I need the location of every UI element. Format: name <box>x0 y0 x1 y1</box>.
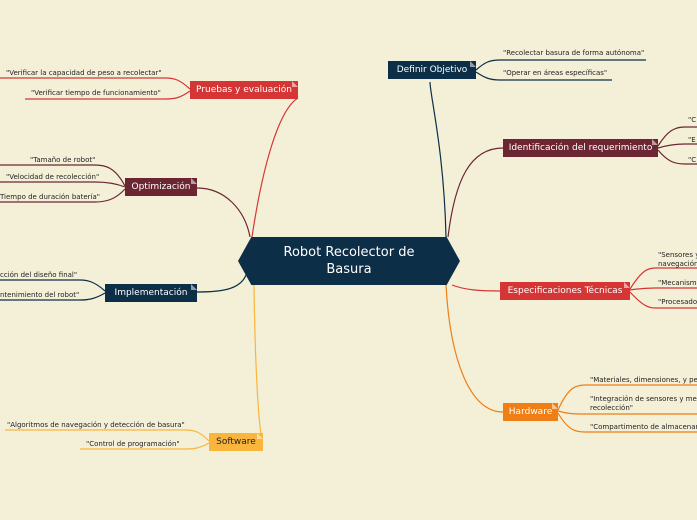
leaf-diseno-final[interactable]: cción del diseño final" <box>0 271 78 279</box>
branch-definir-objetivo[interactable]: Definir Objetivo <box>388 61 476 79</box>
leaf-operar-areas[interactable]: "Operar en áreas específicas" <box>503 69 608 77</box>
central-topic[interactable]: Robot Recolector de Basura <box>238 237 460 285</box>
leaf-navegacion[interactable]: navegación <box>658 260 697 268</box>
leaf-identificacion-2[interactable]: "E <box>688 136 696 144</box>
branch-pruebas-evaluacion[interactable]: Pruebas y evaluación <box>190 81 298 99</box>
leaf-integracion[interactable]: "Integración de sensores y mec <box>590 395 697 403</box>
leaf-algoritmos[interactable]: "Algoritmos de navegación y detección de… <box>7 421 185 429</box>
leaf-identificacion-3[interactable]: "C <box>688 156 697 164</box>
leaf-materiales[interactable]: "Materiales, dimensiones, y pes <box>590 376 697 384</box>
branch-optimizacion[interactable]: Optimización <box>125 178 197 196</box>
leaf-mecanismo[interactable]: "Mecanismo <box>658 279 697 287</box>
leaf-sensores[interactable]: "Sensores y <box>658 251 697 259</box>
leaf-velocidad[interactable]: "Velocidad de recolección" <box>6 173 100 181</box>
leaf-recolectar-basura[interactable]: "Recolectar basura de forma autónoma" <box>503 49 645 57</box>
leaf-verificar-peso[interactable]: "Verificar la capacidad de peso a recole… <box>6 69 162 77</box>
branch-implementacion[interactable]: Implementación <box>105 284 197 302</box>
branch-especificaciones-tecnicas[interactable]: Especificaciones Técnicas <box>500 282 630 300</box>
branch-hardware[interactable]: Hardware <box>503 403 558 421</box>
leaf-verificar-tiempo[interactable]: "Verificar tiempo de funcionamiento" <box>31 89 161 97</box>
leaf-control-programacion[interactable]: "Control de programación" <box>86 440 180 448</box>
leaf-procesador[interactable]: "Procesado <box>658 298 697 306</box>
leaf-tamano-robot[interactable]: "Tamaño de robot" <box>30 156 96 164</box>
leaf-bateria[interactable]: Tiempo de duración batería" <box>0 193 100 201</box>
leaf-identificacion-1[interactable]: "C <box>688 116 697 124</box>
leaf-integracion-cont[interactable]: recolección" <box>590 404 633 412</box>
branch-identificacion-requerimiento[interactable]: Identificación del requerimiento <box>503 139 658 157</box>
leaf-mantenimiento[interactable]: ntenimiento del robot" <box>0 291 80 299</box>
branch-software[interactable]: Software <box>209 433 263 451</box>
leaf-compartimento[interactable]: "Compartimento de almacenam <box>590 423 697 431</box>
